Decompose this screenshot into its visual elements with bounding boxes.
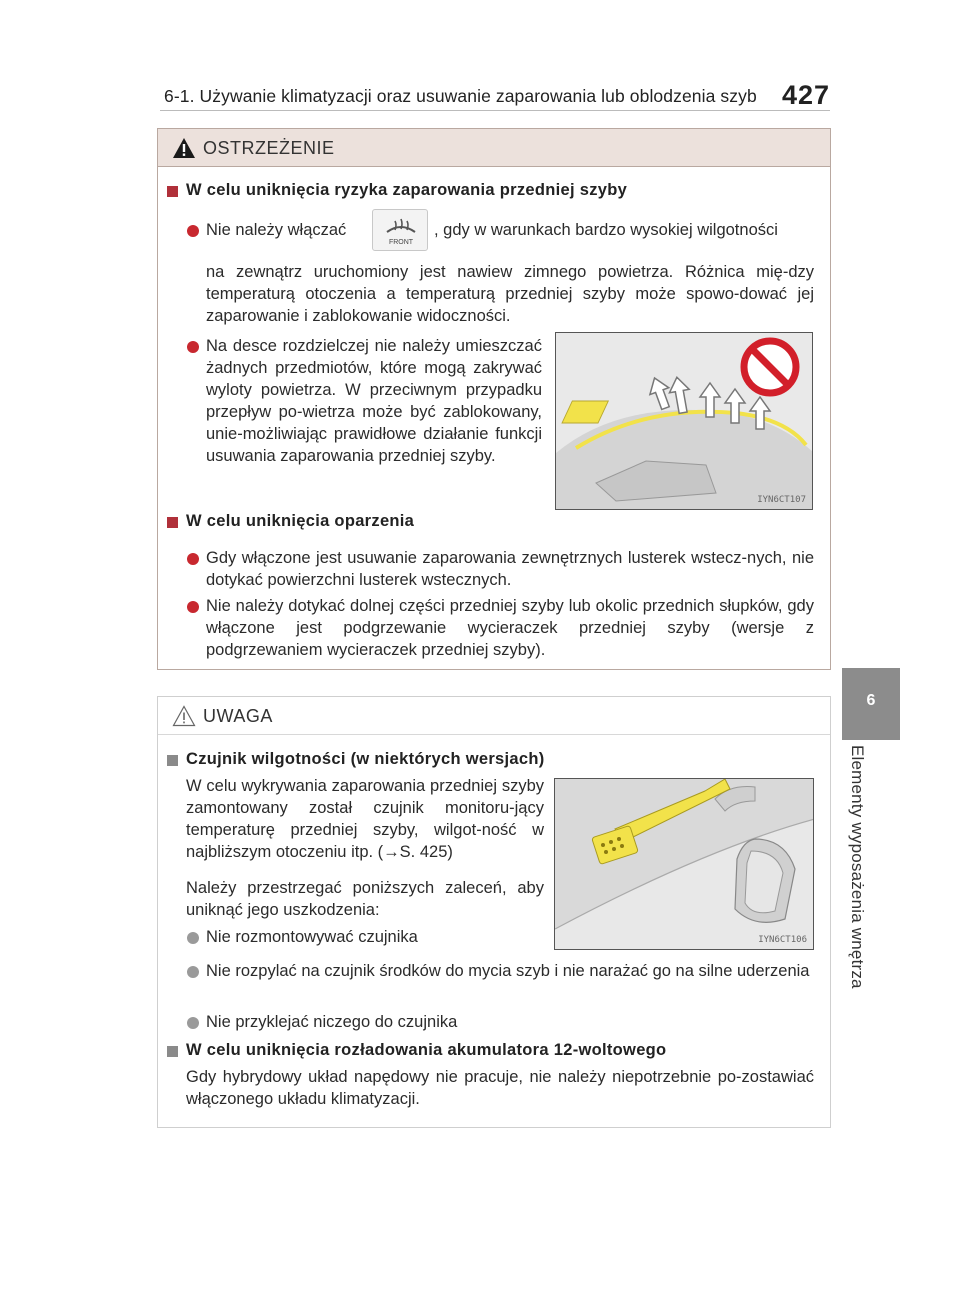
bullet-dot — [187, 966, 199, 978]
notice-section1-heading: Czujnik wilgotności (w niektórych wersja… — [186, 750, 545, 768]
section-bullet-square — [167, 517, 178, 528]
section-bullet-square — [167, 1046, 178, 1057]
caution-triangle-icon — [172, 705, 196, 727]
warning-s2-bullet2: Nie należy dotykać dolnej części przedni… — [206, 597, 814, 659]
bullet-dot — [187, 341, 199, 353]
chapter-tab-number: 6 — [866, 692, 876, 709]
bullet-dot — [187, 932, 199, 944]
bullet-dot — [187, 1017, 199, 1029]
notice-s1-bullet1: Nie rozmontowywać czujnika — [206, 928, 418, 946]
chapter-tab[interactable]: 6 — [842, 668, 900, 740]
warning-s1-bullet2: Na desce rozdzielczej nie należy umieszc… — [206, 337, 542, 465]
notice-s1-bullet3: Nie przyklejać niczego do czujnika — [206, 1013, 458, 1031]
front-button-label: FRONT — [389, 239, 414, 246]
section-bullet-square — [167, 186, 178, 197]
warning-s1-bullet1-rest: na zewnątrz uruchomiony jest nawiew zimn… — [206, 263, 814, 325]
warning-s1-bullet1-post: , gdy w warunkach bardzo wysokiej wilgot… — [434, 221, 778, 239]
notice-s2-para: Gdy hybrydowy układ napędowy nie pracuje… — [186, 1068, 814, 1108]
warning-box-header: OSTRZEŻENIE — [158, 129, 830, 167]
bullet-dot — [187, 225, 199, 237]
bullet-dot — [187, 601, 199, 613]
illustration-code: IYN6CT106 — [758, 935, 807, 945]
front-defroster-button-icon: FRONT — [372, 209, 428, 251]
notice-box-header: UWAGA — [158, 697, 830, 735]
chapter-side-label-text: Elementy wyposażenia wnętrza — [848, 745, 867, 989]
notice-s1-para2: Należy przestrzegać poniższych zaleceń, … — [186, 879, 544, 919]
warning-section1-heading: W celu uniknięcia ryzyka zaparowania prz… — [186, 181, 628, 199]
notice-s1-para1: W celu wykrywania zaparowania przedniej … — [186, 777, 544, 861]
warning-triangle-icon — [173, 138, 195, 158]
notice-box-title: UWAGA — [203, 706, 273, 726]
chapter-side-label: Elementy wyposażenia wnętrza — [848, 745, 882, 1015]
chapter-title: 6-1. Używanie klimatyzacji oraz usuwanie… — [164, 86, 757, 106]
notice-s1-bullet2: Nie rozpylać na czujnik środków do mycia… — [206, 962, 810, 980]
humidity-sensor-illustration: IYN6CT106 — [554, 778, 814, 950]
section-bullet-square — [167, 755, 178, 766]
warning-s2-bullet1: Gdy włączone jest usuwanie zaparowania z… — [206, 549, 814, 589]
page-number: 427 — [781, 80, 830, 110]
page-header: 6-1. Używanie klimatyzacji oraz usuwanie… — [160, 80, 830, 111]
warning-section2-heading: W celu uniknięcia oparzenia — [186, 512, 415, 530]
warning-box-title: OSTRZEŻENIE — [203, 138, 335, 158]
header-divider — [160, 110, 830, 111]
notice-section2-heading: W celu uniknięcia rozładowania akumulato… — [186, 1041, 667, 1059]
warning-s1-bullet1-pre: Nie należy włączać — [206, 221, 347, 239]
illustration-code: IYN6CT107 — [757, 495, 806, 505]
dashboard-vents-illustration: IYN6CT107 — [555, 332, 813, 510]
bullet-dot — [187, 553, 199, 565]
